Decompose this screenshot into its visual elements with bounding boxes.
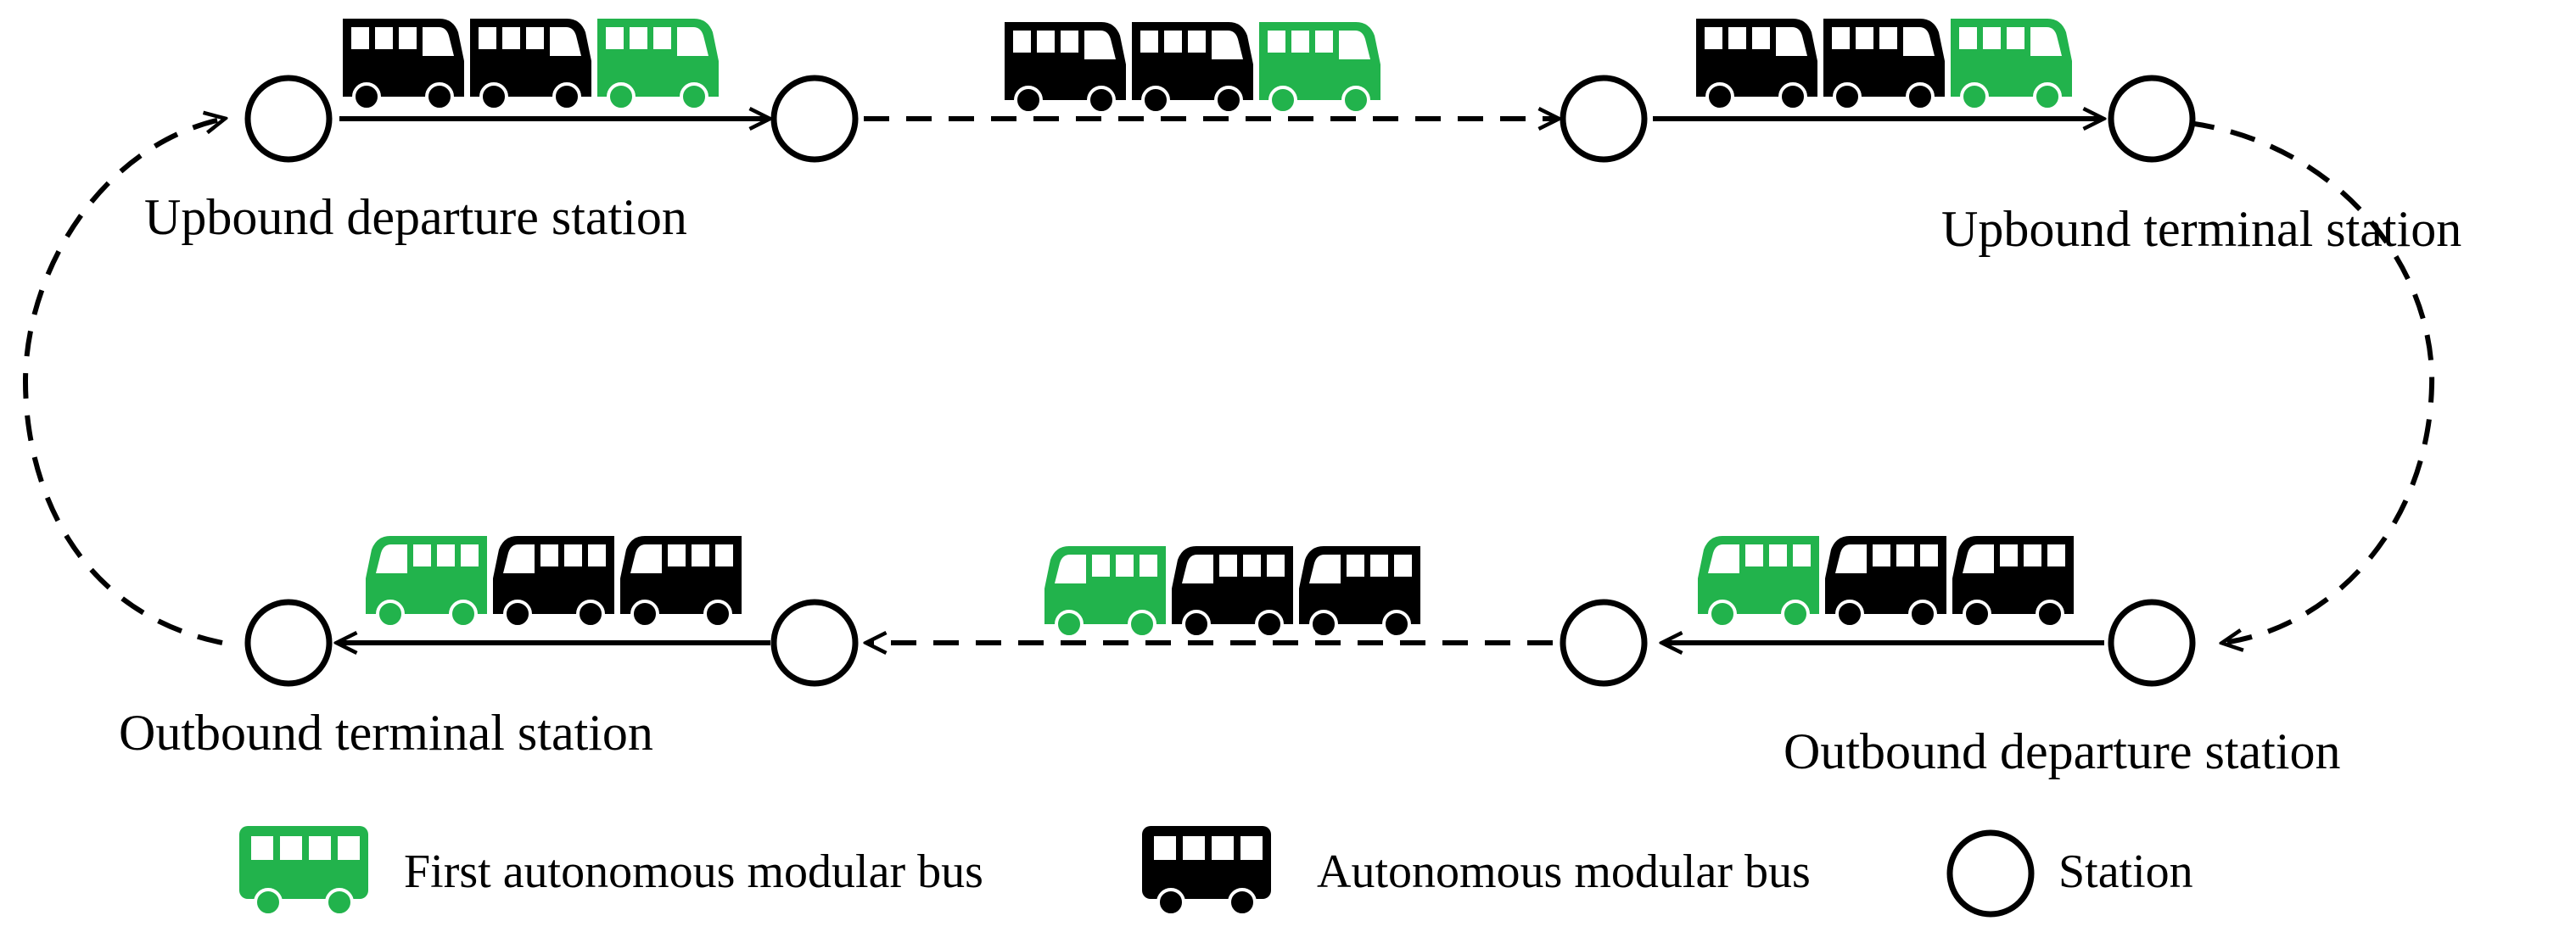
bus-icon [1822, 17, 1946, 109]
bus-icon [1170, 544, 1295, 636]
first-bus-icon [1949, 17, 2074, 109]
label-outbound-departure: Outbound departure station [1784, 723, 2341, 779]
bus-icon [1130, 20, 1255, 112]
bus-platoon-upbound-2 [1003, 20, 1382, 112]
label-outbound-terminal: Outbound terminal station [119, 705, 653, 761]
bus-icon [238, 824, 370, 916]
first-bus-icon [1696, 534, 1821, 626]
station-circle [244, 75, 333, 163]
station-circle [1560, 599, 1648, 687]
bus-icon [1823, 534, 1948, 626]
bus-icon [341, 17, 466, 109]
bus-icon [468, 17, 593, 109]
station-circle [1560, 75, 1648, 163]
bus-platoon-upbound-1 [341, 17, 720, 109]
bus-platoon-outbound-1 [1696, 534, 2075, 626]
first-bus-icon [596, 17, 720, 109]
station-circle [770, 75, 859, 163]
station-circle [2108, 599, 2196, 687]
bus-icon [1297, 544, 1422, 636]
left-return-curve [22, 119, 224, 645]
bus-platoon-outbound-2 [1043, 544, 1422, 636]
circle-icon [1946, 829, 2035, 918]
first-bus-icon [1257, 20, 1382, 112]
legend-station-label: Station [2058, 845, 2193, 898]
legend: First autonomous modular bus Autonomous … [238, 824, 2193, 918]
bus-icon [1140, 824, 1273, 916]
bus-icon [1951, 534, 2075, 626]
label-upbound-terminal: Upbound terminal station [1941, 201, 2461, 257]
station-circle [244, 599, 333, 687]
bus-platoon-upbound-3 [1694, 17, 2074, 109]
bus-icon [1003, 20, 1128, 112]
first-bus-icon [364, 534, 489, 626]
right-turnaround-curve [2188, 120, 2435, 643]
bus-icon [619, 534, 743, 626]
label-upbound-departure: Upbound departure station [144, 189, 687, 245]
station-circle [770, 599, 859, 687]
legend-first-bus-label: First autonomous modular bus [404, 845, 983, 898]
bus-platoon-outbound-3 [364, 534, 743, 626]
bus-icon [491, 534, 616, 626]
legend-bus-label: Autonomous modular bus [1317, 845, 1811, 898]
bus-icon [1694, 17, 1819, 109]
station-circle [2108, 75, 2196, 163]
first-bus-icon [1043, 544, 1168, 636]
